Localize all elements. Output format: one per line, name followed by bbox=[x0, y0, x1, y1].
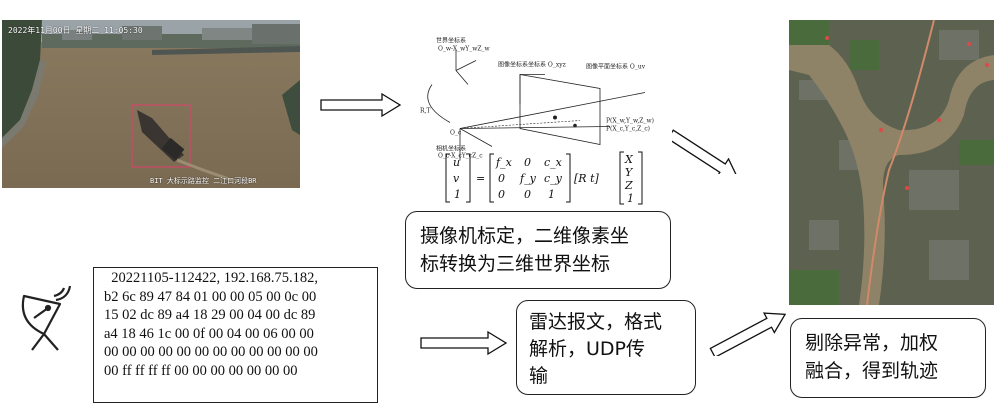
packet-line-1: 20221105-112422, 192.168.75.182, bbox=[104, 270, 319, 286]
world-frame-sub: O_w-X_wY_wZ_w bbox=[438, 46, 491, 53]
w1: 1 bbox=[627, 192, 634, 205]
cctv-timestamp: 2022年11月00日 星期二 11:05:30 bbox=[8, 26, 143, 35]
world-frame-label: 世界坐标系 bbox=[436, 37, 466, 45]
fusion-box: 剔除异常，加权 融合，得到轨迹 bbox=[790, 318, 986, 398]
radar-parse-box: 雷达报文，格式 解析，UDP传 输 bbox=[516, 300, 696, 395]
packet-line-4: a4 18 46 1c 00 0f 00 04 00 06 00 00 bbox=[104, 325, 314, 342]
pixel-frame-label: 图像平面坐标系 O_uv bbox=[586, 63, 646, 71]
k21: 0 bbox=[524, 188, 531, 201]
lhs-1: 1 bbox=[454, 188, 461, 201]
camera-calibration-box: 摄像机标定，二维像素坐 标转换为三维世界坐标 bbox=[405, 211, 671, 289]
lhs-u: u bbox=[453, 156, 460, 169]
arrow-right-1 bbox=[320, 92, 402, 118]
k12: c_y bbox=[544, 172, 563, 185]
packet-line-2: b2 6c 89 47 84 01 00 00 05 00 0c 00 bbox=[104, 288, 317, 305]
svg-text:=: = bbox=[476, 172, 485, 185]
radar-parse-text: 雷达报文，格式 解析，UDP传 输 bbox=[529, 311, 663, 387]
camera-frame-sub: O_c-X_cY_cZ_c bbox=[438, 153, 483, 160]
packet-line-3: 15 02 dc 89 a4 18 29 00 04 00 dc 89 bbox=[104, 307, 316, 324]
fusion-text: 剔除异常，加权 融合，得到轨迹 bbox=[805, 332, 939, 382]
k10: 0 bbox=[498, 172, 505, 185]
k11: f_y bbox=[519, 172, 537, 185]
camera-model-diagram: 世界坐标系 O_w-X_wY_wZ_w R,T O_c 相机坐标系 O_c-X_… bbox=[420, 37, 654, 161]
wx: X bbox=[624, 153, 634, 166]
k00: f_x bbox=[495, 156, 513, 169]
k02: c_x bbox=[544, 156, 563, 169]
radar-dish-icon bbox=[21, 285, 72, 351]
cctv-caption: BIT 大标示路监控 二江口河段BR bbox=[150, 177, 257, 185]
k22: 1 bbox=[548, 188, 555, 201]
k01: 0 bbox=[524, 156, 531, 169]
k20: 0 bbox=[498, 188, 505, 201]
arrow-up-right bbox=[709, 312, 787, 356]
cctv-river-photo: 2022年11月00日 星期二 11:05:30 BIT 大标示路监控 二江口河… bbox=[2, 20, 300, 188]
rt-label: R,T bbox=[420, 108, 430, 115]
satellite-map bbox=[789, 20, 994, 305]
projection-formula: u v 1 = f_x 0 c_x 0 f_y c_y 0 0 1 [R t] … bbox=[444, 150, 654, 206]
point-p-camera: P(X_c,Y_c,Z_c) bbox=[606, 126, 650, 133]
radar-packet-dump: 20221105-112422, 192.168.75.182, b2 6c 8… bbox=[93, 267, 378, 403]
packet-line-6: 00 ff ff ff ff 00 00 00 00 00 00 00 bbox=[104, 362, 298, 379]
wz: Z bbox=[624, 179, 633, 192]
arrow-right-2 bbox=[420, 330, 508, 356]
world-frame: 世界坐标系 O_w-X_wY_wZ_w bbox=[436, 37, 491, 85]
wy: Y bbox=[625, 166, 634, 179]
extrinsic: [R t] bbox=[574, 172, 599, 185]
image-frame-label: 图像坐标系坐标系 O_xyz bbox=[498, 61, 566, 69]
camera-frame-label: 相机坐标系 bbox=[436, 145, 466, 153]
point-p-world: P(X_w,Y_w,Z_w) bbox=[606, 118, 654, 125]
packet-line-5: 00 00 00 00 00 00 00 00 00 00 00 00 bbox=[104, 344, 318, 361]
camera-origin: O_c bbox=[450, 130, 462, 137]
camera-calibration-text: 摄像机标定，二维像素坐 标转换为三维世界坐标 bbox=[420, 225, 630, 275]
arrow-down-right bbox=[672, 129, 739, 174]
lhs-v: v bbox=[453, 172, 460, 185]
